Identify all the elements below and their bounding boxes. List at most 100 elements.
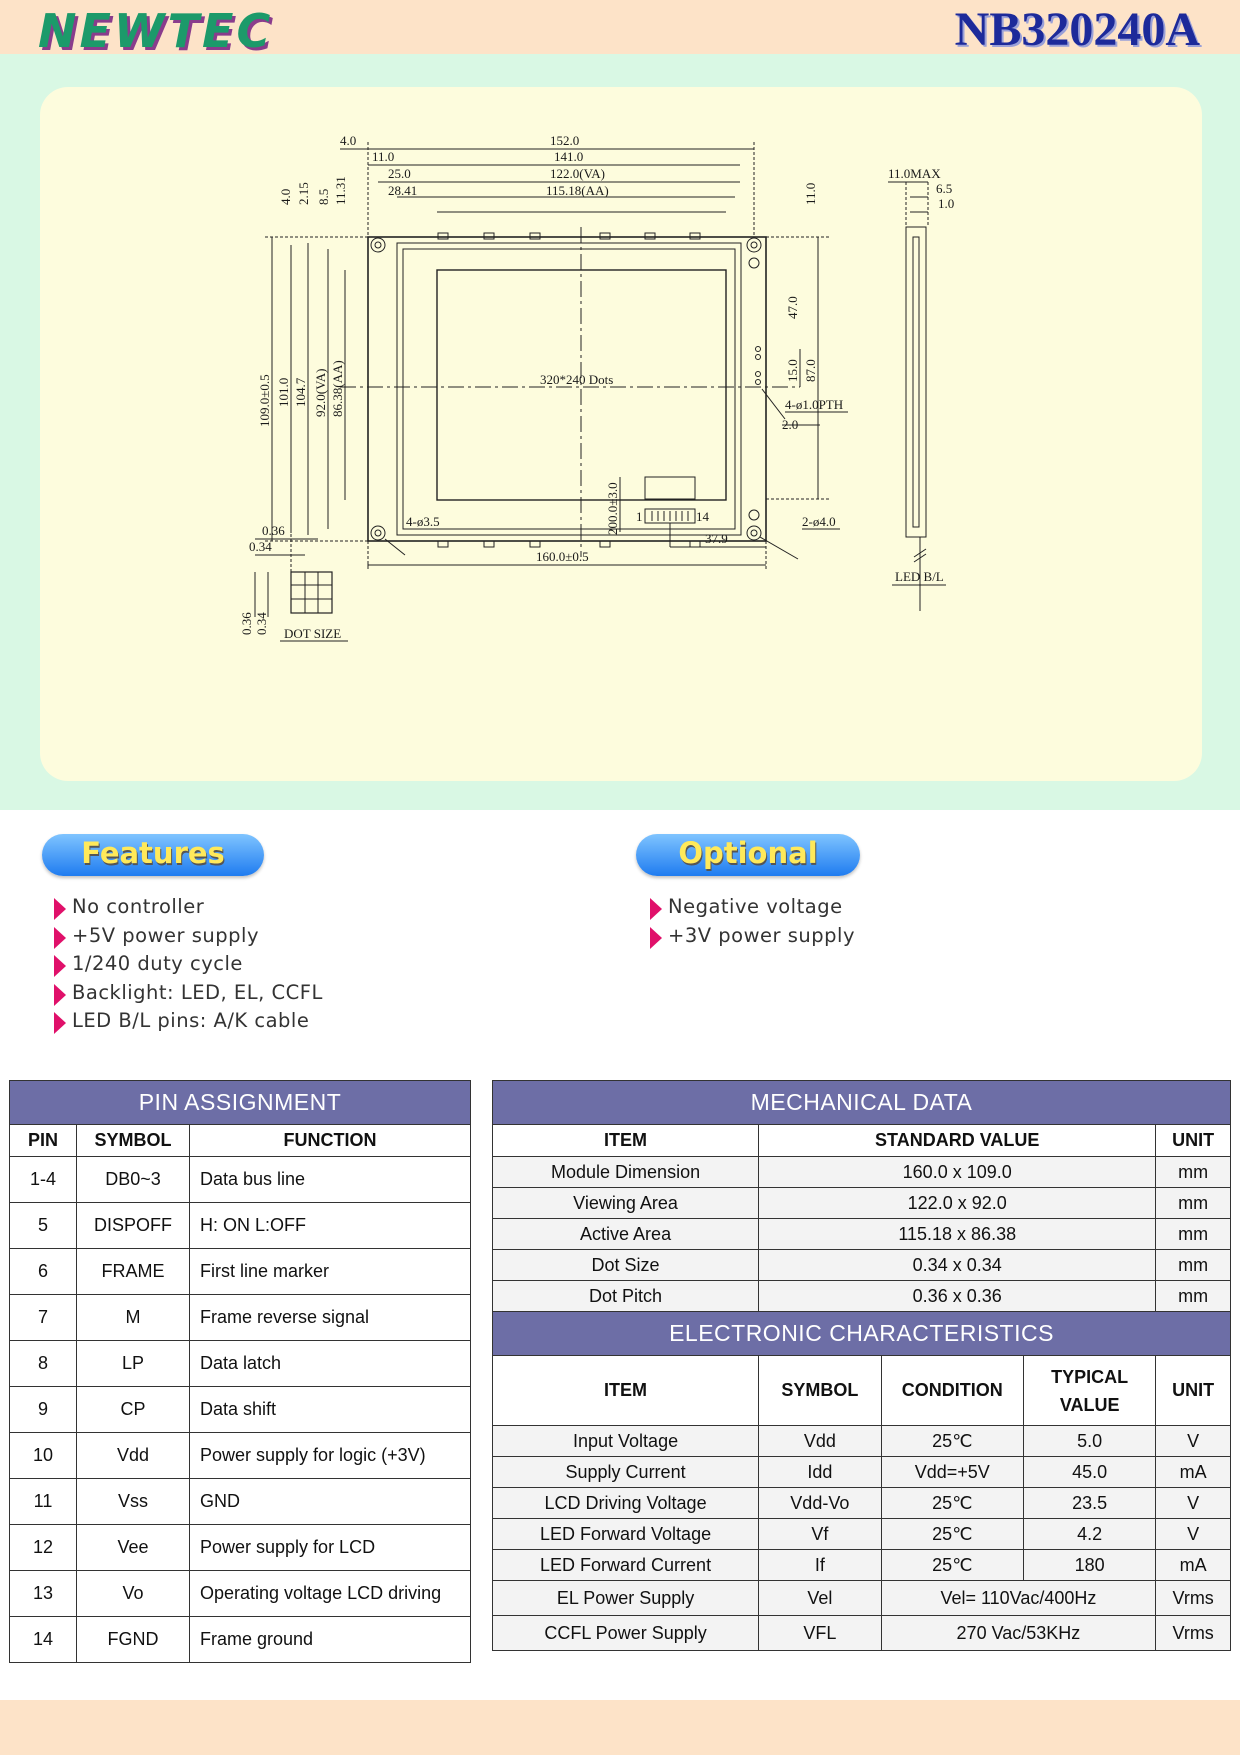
pin-function: Data shift — [189, 1386, 471, 1433]
bullet-arrow-icon — [54, 983, 66, 1006]
col-unit: UNIT — [1155, 1124, 1231, 1157]
mech-value: 160.0 x 109.0 — [758, 1156, 1157, 1188]
dot-w1: 0.36 — [262, 523, 285, 538]
side-max: 11.0MAX — [888, 166, 941, 181]
model-title: NB320240A — [954, 3, 1200, 56]
mech-unit: mm — [1155, 1218, 1231, 1250]
elec-item: Supply Current — [491, 1456, 760, 1488]
dim-left-215: 2.15 — [296, 182, 311, 205]
dim-left-1131: 11.31 — [333, 176, 348, 205]
mech-unit: mm — [1155, 1156, 1231, 1188]
pin-symbol: M — [76, 1294, 190, 1341]
dim-left-85: 8.5 — [316, 189, 331, 205]
pin-function: H: ON L:OFF — [189, 1202, 471, 1249]
pin-number: 12 — [9, 1524, 77, 1571]
elec-condition: Vdd=+5V — [880, 1456, 1025, 1488]
dim-top-va: 122.0(VA) — [550, 166, 605, 181]
mount-hole-icon — [748, 257, 760, 269]
pin-number: 9 — [9, 1386, 77, 1433]
elec-condition: 25℃ — [880, 1549, 1025, 1581]
col-item: ITEM — [491, 1355, 760, 1426]
elec-item: LED Forward Voltage — [491, 1518, 760, 1550]
dot-h1: 0.36 — [239, 612, 254, 635]
elec-typical: 4.2 — [1023, 1518, 1157, 1550]
list-item: 1/240 duty cycle — [46, 952, 323, 981]
mech-value: 115.18 x 86.38 — [758, 1218, 1157, 1250]
dim-top-11: 11.0 — [372, 149, 394, 164]
side-d1: 6.5 — [936, 181, 952, 196]
elec-condition: 25℃ — [880, 1487, 1025, 1519]
pin-number: 10 — [9, 1432, 77, 1479]
pin-symbol: FRAME — [76, 1248, 190, 1295]
col-pin: PIN — [9, 1124, 77, 1157]
elec-unit: V — [1155, 1425, 1231, 1457]
bullet-arrow-icon — [650, 926, 662, 949]
elec-symbol: Vf — [758, 1518, 882, 1550]
mount-hole-icon — [374, 241, 382, 249]
pin-function: First line marker — [189, 1248, 471, 1295]
pin-symbol: DISPOFF — [76, 1202, 190, 1249]
dim-height-va: 92.0(VA) — [313, 368, 328, 417]
elec-item: CCFL Power Supply — [491, 1615, 760, 1651]
mount-hole-icon — [370, 237, 386, 253]
optional-pill: Optional — [636, 834, 860, 876]
elec-item: Input Voltage — [491, 1425, 760, 1457]
pin-number: 6 — [9, 1248, 77, 1295]
pin-number: 11 — [9, 1478, 77, 1525]
elec-typical: 23.5 — [1023, 1487, 1157, 1519]
list-item: No controller — [46, 895, 323, 924]
pin-number: 7 — [9, 1294, 77, 1341]
elec-item: LCD Driving Voltage — [491, 1487, 760, 1519]
drawing-panel — [40, 87, 1202, 781]
mount-hole-label: 4-ø3.5 — [406, 514, 440, 529]
pin-function: Frame ground — [189, 1616, 471, 1663]
pin-function: Operating voltage LCD driving — [189, 1570, 471, 1617]
dim-top-141: 141.0 — [554, 149, 583, 164]
pin-number: 8 — [9, 1340, 77, 1387]
elec-typical: 45.0 — [1023, 1456, 1157, 1488]
pin-symbol: LP — [76, 1340, 190, 1387]
dim-left-4: 4.0 — [278, 189, 293, 205]
elec-unit: V — [1155, 1487, 1231, 1519]
elec-condition: Vel= 110Vac/400Hz — [880, 1580, 1157, 1616]
dot-grid — [290, 571, 333, 614]
dot-w2: 0.34 — [249, 539, 272, 554]
col-symbol: SYMBOL — [758, 1355, 882, 1426]
dim-height-aa: 86.38(AA) — [330, 360, 345, 417]
dim-right-15: 15.0 — [785, 359, 800, 382]
dim-right-11: 11.0 — [803, 183, 818, 205]
dim-top-25: 25.0 — [388, 166, 411, 181]
mech-item: Dot Pitch — [491, 1280, 760, 1312]
elec-item: LED Forward Current — [491, 1549, 760, 1581]
mech-unit: mm — [1155, 1280, 1231, 1312]
pin-number: 14 — [9, 1616, 77, 1663]
dim-height-101: 101.0 — [276, 378, 291, 407]
pin-function: GND — [189, 1478, 471, 1525]
pin-symbol: Vee — [76, 1524, 190, 1571]
list-item: Negative voltage — [642, 895, 855, 924]
mount-hole-icon — [746, 525, 762, 541]
dim-top-4: 4.0 — [340, 133, 356, 148]
dot-h2: 0.34 — [254, 612, 269, 635]
pin-function: Frame reverse signal — [189, 1294, 471, 1341]
bullet-arrow-icon — [54, 1012, 66, 1034]
pin-function: Power supply for LCD — [189, 1524, 471, 1571]
pin-function: Power supply for logic (+3V) — [189, 1432, 471, 1479]
side-d2: 1.0 — [938, 196, 954, 211]
module-outline — [367, 236, 767, 542]
elec-symbol: If — [758, 1549, 882, 1581]
brand-logo: NEWTEC — [38, 4, 274, 58]
mount-hole-icon — [370, 525, 386, 541]
bullet-arrow-icon — [54, 926, 66, 949]
